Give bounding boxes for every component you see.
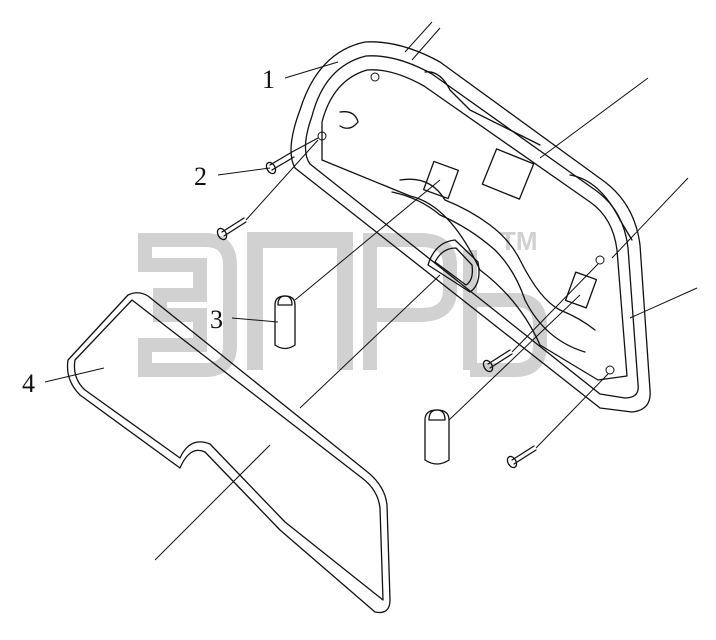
housing-mount-bracket-left	[423, 160, 459, 200]
bulb-right	[424, 294, 581, 465]
lens-inner	[73, 299, 384, 601]
part-2-screws	[216, 137, 609, 469]
leader-4	[44, 367, 105, 383]
housing-outer-rim	[290, 41, 651, 413]
screw-hole-bottom-right	[605, 365, 615, 375]
watermark-letter-e	[138, 233, 237, 377]
screw-hole-top-left	[370, 72, 380, 82]
callout-2: 2	[194, 162, 207, 191]
watermark-letter-r	[363, 233, 457, 370]
leader-3	[231, 317, 279, 323]
watermark-logo: TM	[138, 226, 547, 377]
watermark-trademark: TM	[500, 226, 538, 256]
screw-lower-left	[216, 139, 319, 241]
callout-labels: 1 2 3 4	[22, 65, 275, 398]
part-4-lens-cover	[66, 274, 441, 614]
bulb-left	[274, 179, 441, 350]
screw-upper-left	[265, 137, 319, 175]
callout-1: 1	[262, 65, 275, 94]
screw-hole-left	[317, 131, 327, 141]
part-1-lamp-housing	[290, 41, 651, 413]
screw-hole-right	[595, 255, 605, 265]
housing-top-detail	[424, 71, 541, 146]
housing-mount-bracket-right	[564, 271, 598, 309]
housing-inner-panel	[321, 69, 628, 381]
lens-axis-line-lower	[154, 444, 271, 561]
callout-3: 3	[210, 305, 223, 334]
leader-1	[284, 61, 339, 79]
housing-bulb-socket-inner	[434, 247, 474, 286]
housing-rear-window	[481, 148, 535, 200]
housing-lower-ridge	[391, 191, 586, 353]
lens-outer	[66, 292, 391, 614]
mounting-shafts	[404, 21, 698, 319]
callout-4: 4	[22, 369, 35, 398]
watermark-letter-p	[247, 232, 353, 370]
housing-bulb-socket	[427, 239, 480, 293]
part-3-bulbs	[274, 179, 581, 465]
screw-lower-right	[506, 373, 609, 469]
screw-center-right	[482, 263, 599, 373]
lens-axis-line-upper	[299, 274, 441, 409]
housing-hook	[339, 111, 359, 129]
leader-2	[217, 167, 271, 176]
housing-side-detail	[569, 174, 633, 241]
callout-leaders	[44, 61, 339, 383]
